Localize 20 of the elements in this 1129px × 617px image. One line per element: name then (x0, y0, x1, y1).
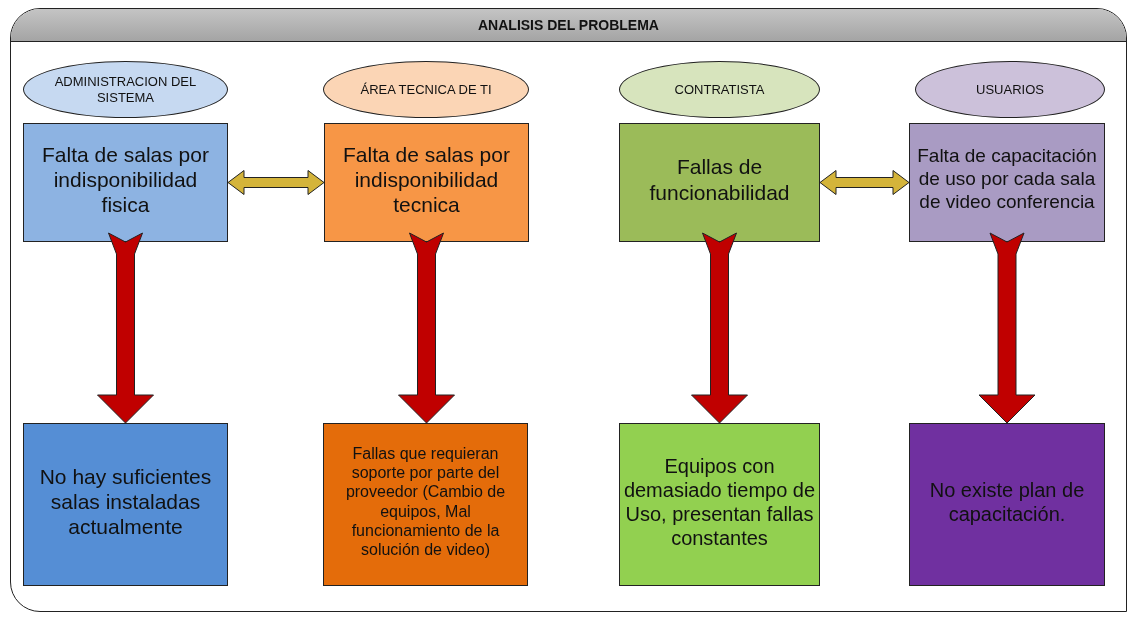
effect-box: No hay suficientes salas instaladas actualmente (23, 423, 228, 586)
double-arrow (227, 170, 325, 195)
panel-title: ANALISIS DEL PROBLEMA (478, 17, 659, 33)
effect-box: Fallas que requieran soporte por parte del proveedor (Cambio de equipos, Mal funcionamiento de la solución de video) (323, 423, 528, 586)
down-arrow (978, 232, 1036, 424)
stakeholder-ellipse: ADMINISTRACION DEL SISTEMA (23, 61, 228, 118)
cause-box: Fallas de funcionabilidad (619, 123, 820, 242)
cause-box: Falta de capacitación de uso por cada sala de video conferencia (909, 123, 1105, 242)
effect-box: No existe plan de capacitación. (909, 423, 1105, 586)
down-arrow (398, 232, 455, 424)
stakeholder-ellipse: CONTRATISTA (619, 61, 820, 118)
stakeholder-ellipse: USUARIOS (915, 61, 1105, 118)
cause-box: Falta de salas por indisponibilidad fisica (23, 123, 228, 242)
down-arrow (97, 232, 154, 424)
stakeholder-ellipse: ÁREA TECNICA DE TI (323, 61, 529, 118)
double-arrow (819, 170, 910, 195)
cause-box: Falta de salas por indisponibilidad tecnica (324, 123, 529, 242)
panel-frame (10, 8, 1127, 612)
effect-box: Equipos con demasiado tiempo de Uso, presentan fallas constantes (619, 423, 820, 586)
down-arrow (691, 232, 748, 424)
